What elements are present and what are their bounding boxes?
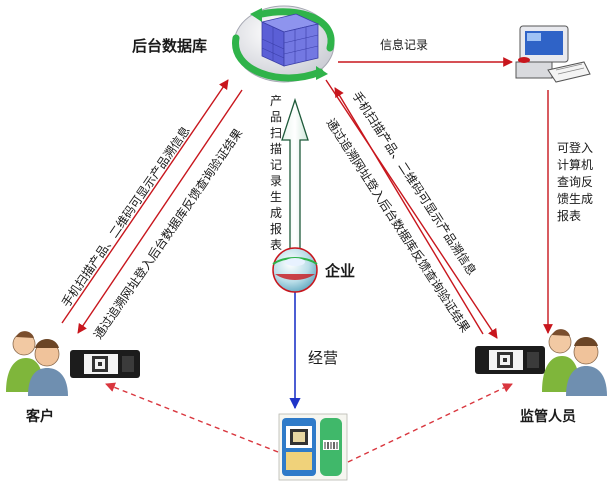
product-barcode-icon <box>278 413 348 481</box>
customer-label: 客户 <box>25 408 54 425</box>
regulator-node: 监管人员 <box>475 329 607 425</box>
edge-enterprise-to-db <box>281 97 309 251</box>
edge-label-operate: 经营 <box>308 349 338 367</box>
enterprise-node: 企业 <box>272 247 355 293</box>
edge-customer-scan <box>61 79 229 324</box>
enterprise-label: 企业 <box>324 262 355 280</box>
edge-regulator-scan <box>334 87 484 335</box>
edge-product-to-regulator <box>347 383 513 463</box>
desktop-computer-icon <box>515 25 591 83</box>
database-cube-icon <box>232 5 335 83</box>
edge-label-enterprise-record: 产 品 扫 描 记 录 生 成 报 表 <box>270 94 286 252</box>
people-icon <box>6 331 68 396</box>
phone-qr-icon <box>70 350 140 378</box>
phone-qr-icon <box>475 346 545 374</box>
customer-node: 客户 <box>6 331 140 425</box>
regulator-label: 监管人员 <box>520 408 576 425</box>
people-icon <box>542 329 607 396</box>
edge-regulator-query <box>325 79 498 339</box>
computer-node <box>515 25 591 83</box>
globe-bowl-icon <box>272 247 318 293</box>
database-node: 后台数据库 <box>132 5 335 83</box>
edge-label-regulator-report: 可登入 计算机 查询反 馈生成 报表 <box>557 140 597 223</box>
edge-product-to-customer <box>105 382 279 453</box>
edge-customer-query <box>77 89 243 334</box>
edge-label-info-record: 信息记录 <box>380 37 428 52</box>
database-label: 后台数据库 <box>132 37 207 55</box>
product-node <box>278 413 348 481</box>
